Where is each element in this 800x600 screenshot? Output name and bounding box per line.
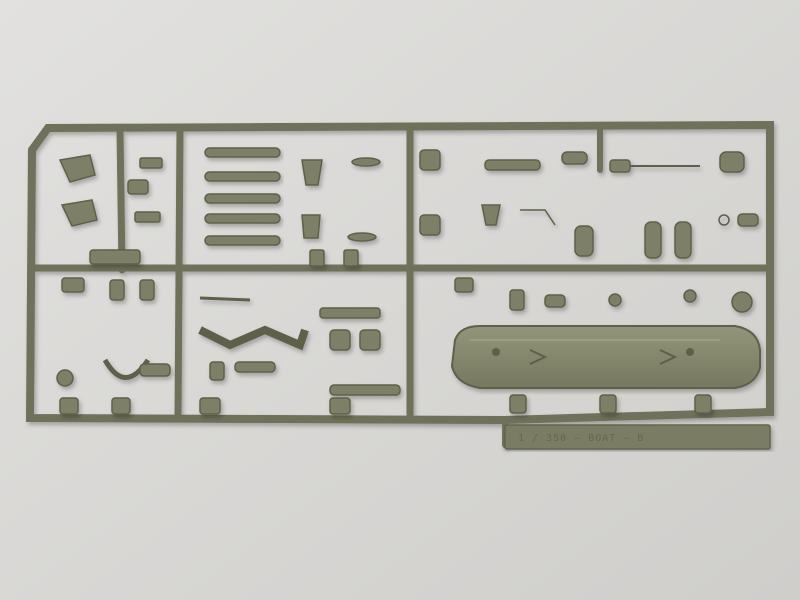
parts-mid-top (301, 157, 381, 267)
parts-right-top (419, 149, 759, 259)
deck-panel (450, 325, 761, 389)
sprue-tab-text: 1 / 350 — BOAT — B (518, 433, 644, 444)
sprue-tab: 1 / 350 — BOAT — B (504, 424, 771, 450)
parts-torpedoes (204, 147, 281, 246)
parts-upper-left (58, 154, 163, 265)
sprue-frame (25, 120, 774, 448)
parts-lower-mid (198, 296, 401, 415)
parts-lower-right (454, 277, 753, 414)
parts-lower-left (56, 277, 171, 415)
